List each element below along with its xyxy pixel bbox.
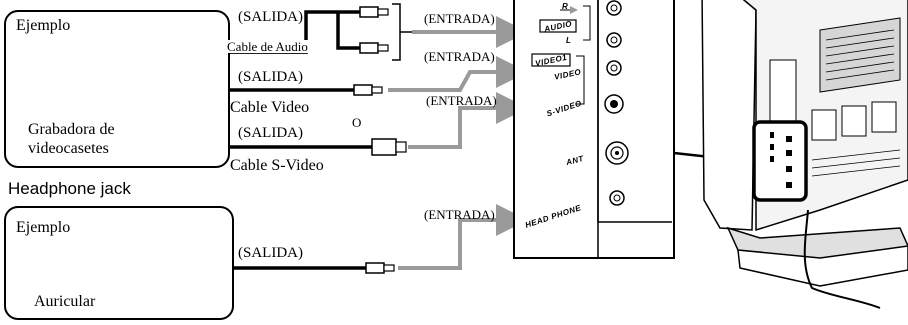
svideo-out-label: (SALIDA) (238, 125, 303, 141)
svideo-in-label: (ENTRADA) (426, 93, 497, 108)
audio-cable-label: Cable de Audio (226, 39, 309, 54)
signal-routing-arrows (388, 16, 528, 270)
tv-illustration (701, 0, 908, 309)
tv-input-panel (513, 0, 675, 259)
headphone-cable (230, 262, 395, 274)
panel-l-label: L (566, 36, 572, 45)
vcr-label: Grabadora de videocasetes (28, 121, 115, 157)
audio-out-label: (SALIDA) (238, 9, 303, 25)
video-cable-label: Cable Video (230, 99, 310, 116)
source-example-label: Ejemplo (16, 17, 71, 34)
headphones-label: Auricular (34, 293, 96, 310)
panel-r-label: R (562, 2, 569, 11)
headphone-out-label: (SALIDA) (238, 245, 303, 261)
svideo-cable-label: Cable S-Video (230, 157, 324, 174)
headphone-in-label: (ENTRADA) (424, 207, 495, 222)
audio-in-label: (ENTRADA) (424, 11, 495, 26)
or-label: O (352, 115, 362, 130)
video-in-label: (ENTRADA) (424, 49, 495, 64)
video-out-label: (SALIDA) (238, 69, 303, 85)
svideo-cable (226, 138, 407, 156)
headphone-box (4, 206, 234, 320)
headphone-example-label: Ejemplo (16, 219, 71, 236)
source-device-box (4, 10, 230, 168)
video-cable (226, 84, 383, 96)
headphone-jack-heading: Headphone jack (8, 179, 131, 198)
